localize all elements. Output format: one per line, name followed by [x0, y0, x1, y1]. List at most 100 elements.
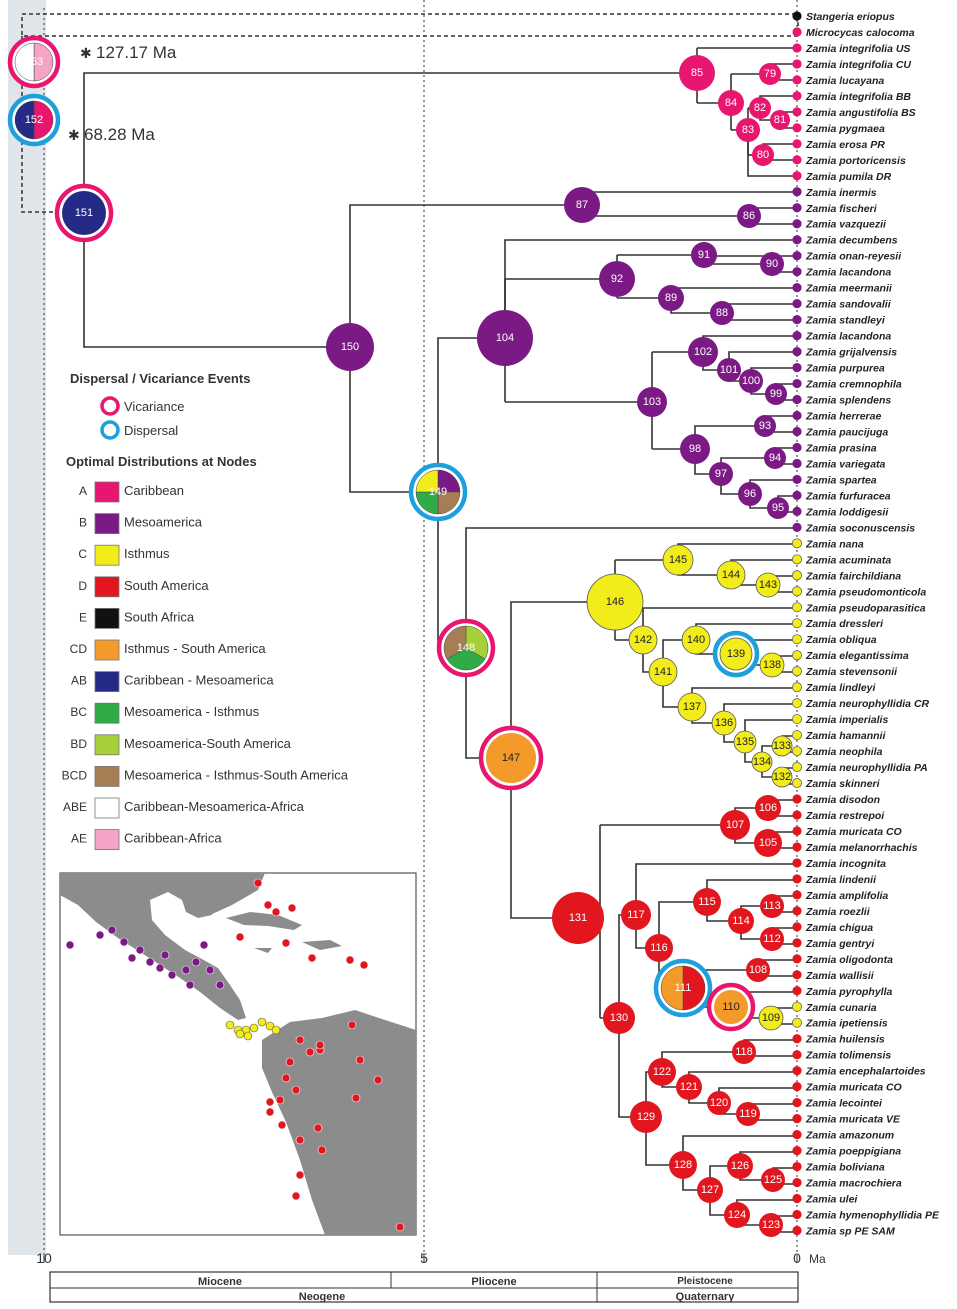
tip-label: Zamia tolimensis	[805, 1050, 891, 1062]
node-fill	[733, 730, 757, 754]
node-fill	[764, 447, 786, 469]
tip-label: Zamia variegata	[805, 458, 886, 470]
tip-label: Zamia hymenophyllidia PE	[805, 1210, 940, 1222]
tip-dot	[792, 139, 802, 149]
node-fill	[754, 415, 776, 437]
node-label: 133	[773, 740, 791, 752]
node-label: 89	[665, 292, 677, 304]
tip-label: Zamia paucijuga	[805, 426, 888, 438]
node-label: 152	[25, 114, 43, 126]
axis-unit: Ma	[809, 1252, 826, 1266]
node-label: 146	[606, 596, 624, 608]
node-label: 119	[739, 1108, 757, 1120]
node-pie-slice	[14, 42, 35, 82]
tip-label: Zamia macrochiera	[805, 1178, 902, 1190]
tip-dot	[792, 778, 803, 789]
node-label: 99	[770, 388, 782, 400]
node-fill	[720, 810, 750, 840]
node-label: 85	[691, 67, 703, 79]
node-label: 141	[654, 666, 672, 678]
map-point	[127, 953, 137, 963]
tip-dot	[792, 570, 803, 581]
tip-dot	[792, 586, 803, 597]
tip-dot	[792, 826, 802, 836]
legend-label: Caribbean-Africa	[124, 831, 222, 846]
node-label: 81	[774, 114, 786, 126]
tip-label: Zamia pumila DR	[805, 171, 892, 183]
node-label: 117	[627, 909, 645, 921]
node-fill	[758, 1005, 784, 1031]
legend-item-e: E South Africa	[79, 608, 195, 629]
map-point	[347, 1020, 357, 1030]
node-82: 82	[749, 97, 771, 119]
tip-dot	[792, 171, 802, 181]
legend-code: E	[79, 610, 87, 624]
node-fill	[732, 1040, 756, 1064]
tip-dot	[792, 43, 802, 53]
node-147: 147	[478, 725, 544, 791]
legend-swatch	[94, 576, 120, 598]
map-occurrence-points	[65, 878, 405, 1232]
legend-label: South Africa	[124, 609, 195, 624]
timescale-frame	[49, 1271, 799, 1303]
map-point	[345, 955, 355, 965]
node-80: 80	[752, 144, 774, 166]
legend-swatch	[94, 608, 120, 629]
node-label: 137	[683, 701, 701, 713]
node-79: 79	[759, 63, 781, 85]
epoch-pliocene: Pliocene	[471, 1276, 516, 1288]
tip-dot	[792, 762, 803, 773]
tip-label: Zamia huilensis	[805, 1034, 885, 1046]
map-point	[277, 1120, 287, 1130]
tip-dot	[792, 746, 803, 757]
node-121: 121	[676, 1074, 702, 1100]
node-fill	[752, 144, 774, 166]
node-label: 124	[728, 1209, 746, 1221]
node-label: 91	[698, 249, 710, 261]
tip-dot	[792, 938, 802, 948]
node-fill	[697, 1177, 723, 1203]
node-fill	[738, 482, 762, 506]
node-fill	[727, 1153, 753, 1179]
node-pie-slice	[443, 625, 467, 660]
node-124: 124	[724, 1202, 750, 1228]
tip-label: Zamia furfuracea	[805, 490, 891, 502]
node-pie-slice	[437, 491, 461, 515]
node-label: 148	[457, 642, 475, 654]
node-label: 109	[762, 1012, 780, 1024]
tip-label: Zamia purpurea	[805, 363, 885, 375]
node-fill	[718, 90, 744, 116]
node-label: 94	[769, 452, 781, 464]
tip-label: Zamia decumbens	[805, 235, 898, 247]
map-point	[265, 1097, 275, 1107]
vicariance-ring-icon	[100, 396, 120, 416]
node-93: 93	[754, 415, 776, 437]
tip-label: Zamia restrepoi	[805, 810, 885, 822]
node-140: 140	[681, 625, 711, 655]
branch	[703, 255, 797, 257]
tip-label: Zamia ipetiensis	[805, 1018, 888, 1030]
node-fill	[707, 1091, 731, 1115]
node-153: 153	[7, 35, 61, 89]
node-label: 140	[687, 634, 705, 646]
tip-dot	[792, 1050, 802, 1060]
node-label: 129	[637, 1111, 655, 1123]
map-point	[281, 1073, 291, 1083]
node-label: 79	[764, 68, 776, 80]
tip-dot	[792, 986, 802, 996]
tip-dot	[792, 442, 802, 453]
tip-dot	[792, 1209, 802, 1220]
tip-label: Zamia pyrophylla	[805, 986, 893, 998]
node-label: 93	[759, 420, 771, 432]
node-fill	[760, 927, 784, 951]
node-135: 135	[733, 730, 757, 754]
node-label: 110	[722, 1001, 740, 1013]
node-fill	[737, 204, 761, 228]
node-132: 132	[771, 766, 793, 788]
legend-label: Caribbean - Mesoamerica	[124, 673, 274, 688]
tip-dot	[792, 1161, 802, 1172]
node-label: 87	[576, 199, 588, 211]
node-fill	[477, 310, 533, 366]
